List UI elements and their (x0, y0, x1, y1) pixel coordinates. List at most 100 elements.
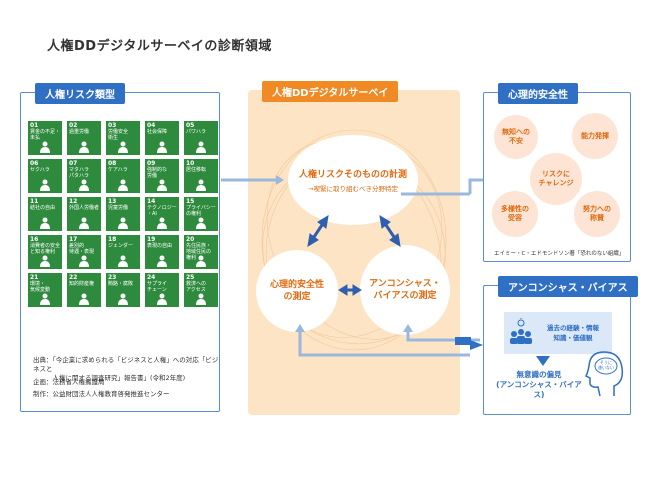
page-title: 人権DDデジタルサーベイの診断領域 (47, 39, 272, 54)
risk-tile-label: 知的財産権 (69, 281, 95, 287)
psych-safety-label: 心理的安全性 の測定 (269, 280, 324, 302)
item-diversity: 多様性の 受容 (492, 191, 538, 237)
risk-pictogram-icon (40, 293, 50, 305)
risk-tile-label: ケアハラ (108, 167, 128, 173)
psych-safety-circle: 心理的安全性 の測定 (256, 250, 338, 332)
risk-pictogram-icon (79, 255, 89, 267)
item-ability: 能力発揮 (572, 113, 618, 159)
risk-tile-label: セクハラ (30, 167, 50, 173)
risk-pictogram-icon (79, 293, 89, 305)
risk-pictogram-icon (40, 217, 50, 229)
risk-tile-number: 21 (30, 274, 39, 281)
risk-pictogram-icon (118, 141, 128, 153)
risk-tile-label: パワハラ (186, 129, 206, 135)
risk-pictogram-icon (118, 217, 128, 229)
risk-types-header: 人権リスク類型 (35, 83, 125, 104)
risk-measure-circle: 人権リスクそのものの計測 →喫緊に取り組むべき分野特定 (288, 135, 418, 225)
risk-tile-number: 18 (108, 236, 117, 243)
experience-box: 過去の経験・情報 知識・価値観 (504, 312, 612, 354)
risk-pictogram-icon (79, 141, 89, 153)
risk-tile-number: 05 (186, 122, 195, 129)
risk-tile-number: 17 (69, 236, 78, 243)
risk-tile-label: 表現の自由 (147, 243, 173, 249)
risk-pictogram-icon (79, 217, 89, 229)
down-arrow-icon (536, 356, 550, 366)
risk-tile-label: 居住移転 (186, 167, 207, 173)
risk-tile-label: 先住民族・ 地域住民の 権利 (186, 243, 212, 261)
risk-pictogram-icon (118, 179, 128, 191)
item-fear-ignorance: 無知への 不安 (494, 115, 538, 159)
risk-tile-label: 救済への アクセス (186, 281, 207, 293)
risk-tile-number: 03 (108, 122, 117, 129)
risk-tile-number: 10 (186, 160, 195, 167)
risk-pictogram-icon (196, 255, 206, 267)
bias-bubble: そうに 違いない (598, 360, 614, 370)
risk-tile-number: 04 (147, 122, 156, 129)
risk-tile-label: 過重労働 (69, 129, 90, 135)
bias-title: 無意識の偏見 (アンコンシャス・バイアス) (496, 370, 582, 399)
risk-tile-number: 22 (69, 274, 78, 281)
risk-pictogram-icon (196, 217, 206, 229)
risk-tile-number: 02 (69, 122, 78, 129)
risk-tile-number: 09 (147, 160, 156, 167)
risk-tile-label: テクノロジー ・AI (147, 205, 177, 217)
bias-measure-label: アンコンシャス・ バイアスの測定 (369, 279, 441, 301)
head-profile-icon (584, 351, 624, 397)
risk-pictogram-icon (157, 179, 167, 191)
risk-tile-number: 13 (108, 198, 117, 205)
risk-tile-number: 01 (30, 122, 39, 129)
risk-pictogram-icon (40, 255, 50, 267)
risk-tile-number: 25 (186, 274, 195, 281)
risk-pictogram-icon (40, 179, 50, 191)
risk-pictogram-icon (157, 217, 167, 229)
risk-pictogram-icon (118, 255, 128, 267)
production-text: 制作：公益財団法人人権教育啓発推進センター (33, 390, 170, 398)
risk-tile-label: 環境・ 気候変動 (30, 281, 51, 293)
risk-tile-number: 08 (108, 160, 117, 167)
risk-pictogram-icon (196, 293, 206, 305)
risk-pictogram-icon (157, 255, 167, 267)
experience-text: 過去の経験・情報 知識・価値観 (547, 324, 599, 342)
risk-pictogram-icon (196, 179, 206, 191)
risk-tile-label: 賃金の不足・ 未払 (30, 129, 61, 141)
risk-pictogram-icon (196, 141, 206, 153)
risk-pictogram-icon (118, 293, 128, 305)
risk-pictogram-icon (79, 179, 89, 191)
risk-tile-number: 14 (147, 198, 156, 205)
bias-measure-circle: アンコンシャス・ バイアスの測定 (360, 245, 450, 335)
risk-tile-number: 20 (186, 236, 195, 243)
risk-pictogram-icon (157, 141, 167, 153)
risk-tile-number: 06 (30, 160, 39, 167)
risk-tile-label: ジェンダー (108, 243, 134, 249)
bias-header: アンコンシャス・バイアス (498, 276, 638, 297)
book-credit: エイミー・C・エドモンドソン著「恐れのない組織」 (494, 251, 625, 257)
risk-measure-sub: →喫緊に取り組むべき分野特定 (308, 185, 398, 193)
risk-tile-number: 12 (69, 198, 78, 205)
risk-tile-label: 消費者の安全 と知る権利 (30, 243, 61, 255)
arrow-up-left (317, 215, 329, 229)
risk-tile-label: 外国人労働者 (69, 205, 100, 211)
risk-tile-label: サプライ チェーン (147, 281, 168, 293)
source-text: 出典：「今企業に求められる「ビジネスと人権」への対応「ビジネスと 人権に関する調… (33, 356, 219, 382)
risk-measure-title: 人権リスクそのものの計測 (298, 170, 407, 180)
